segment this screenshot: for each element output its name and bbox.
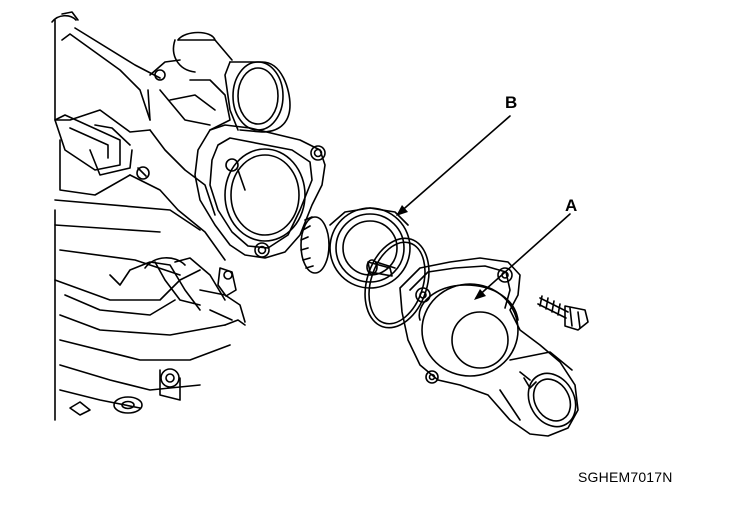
callout-leaders — [397, 115, 571, 299]
arrow-head-a — [474, 289, 486, 300]
cover-bolt — [537, 295, 589, 331]
callout-label-a: A — [565, 196, 578, 215]
arrow-head-b — [396, 205, 408, 216]
thermostat — [300, 207, 411, 289]
callout-label-b: B — [505, 93, 518, 112]
upper-water-outlet — [147, 31, 326, 259]
engine-block — [51, 11, 246, 421]
thermostat-cover — [399, 257, 579, 437]
figure-code: SGHEM7017N — [578, 469, 673, 485]
